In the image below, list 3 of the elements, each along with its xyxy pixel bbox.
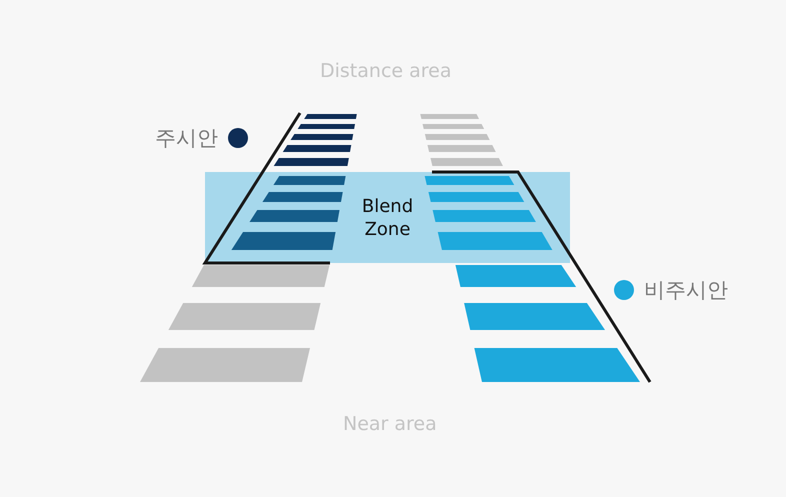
legend-label: 주시안 [155,125,218,152]
zone-label: Blend Zone [360,194,414,240]
legend-label: 비주시안 [644,277,728,304]
